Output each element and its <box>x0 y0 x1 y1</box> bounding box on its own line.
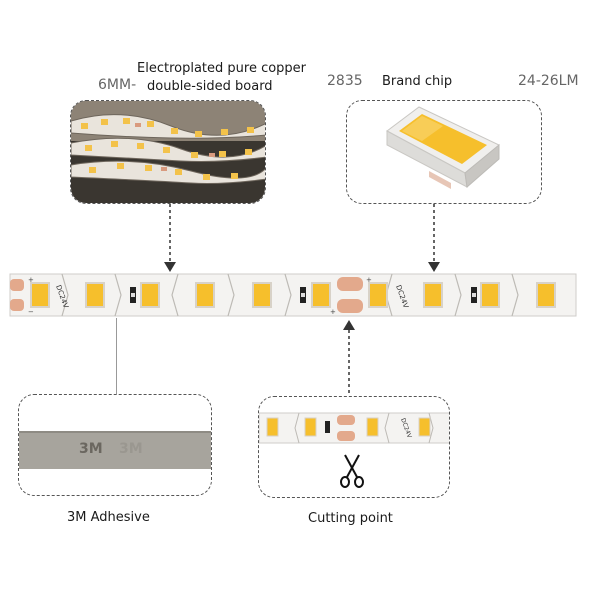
cutting-photo-frame: DC24V <box>258 396 450 498</box>
chip-brand-label: Brand chip <box>382 74 453 89</box>
board-label-line2: double-sided board <box>147 79 273 94</box>
leader-line <box>116 318 117 394</box>
copper-pad <box>10 279 24 291</box>
lumens-label: 24-26LM <box>518 73 579 89</box>
copper-pad <box>337 277 363 291</box>
copper-pad <box>337 299 363 313</box>
cutting-point-label: Cutting point <box>308 511 393 526</box>
arrow-down-icon <box>428 204 440 272</box>
svg-text:+: + <box>330 308 336 316</box>
board-photo <box>71 101 265 203</box>
led-chip-image <box>386 106 500 189</box>
chip-photo-frame <box>346 100 542 204</box>
strip-width-label: 6MM- <box>98 77 137 93</box>
adhesive-print: 3M <box>119 441 143 457</box>
scissors-icon <box>340 454 364 488</box>
svg-text:+: + <box>366 276 372 284</box>
svg-text:−: − <box>28 308 34 316</box>
adhesive-photo-frame: 3M 3M <box>18 394 212 496</box>
arrow-down-icon <box>164 204 176 272</box>
cutting-strip-image: DC24V <box>259 412 449 444</box>
copper-pad <box>10 299 24 311</box>
adhesive-print: 3M <box>79 441 103 457</box>
chip-model-label: 2835 <box>327 73 363 89</box>
adhesive-label: 3M Adhesive <box>67 510 150 525</box>
board-label-line1: Electroplated pure copper <box>137 61 307 76</box>
adhesive-tape-image: 3M 3M <box>19 431 211 469</box>
svg-text:+: + <box>28 276 34 284</box>
arrow-up-icon <box>343 320 355 396</box>
led-strip: DC24V DC24V +− ++ <box>9 273 577 317</box>
board-photo-frame <box>70 100 266 204</box>
